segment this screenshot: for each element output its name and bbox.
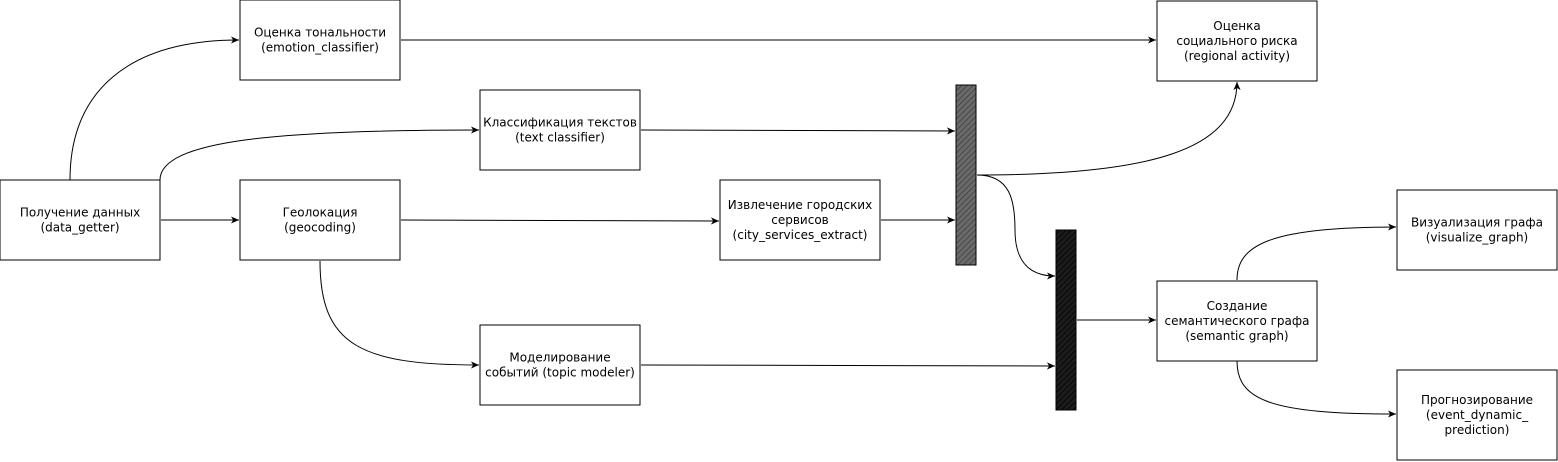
svg-text:Геолокация(geocoding): Геолокация(geocoding): [283, 205, 358, 234]
node-label-line: (regional activity): [1184, 49, 1290, 63]
join-bar-2: [1055, 229, 1077, 411]
edge-semantic-graph-to-prediction: [1236, 360, 1397, 418]
node-label-line: Визуализация графа: [1411, 215, 1543, 229]
node-label-line: Классификация текстов: [483, 115, 637, 129]
edge-text-classifier-to-bar1: [640, 127, 956, 135]
node-label-line: Прогнозирование: [1421, 393, 1533, 407]
node-visualize-graph[interactable]: Визуализация графа(visualize_graph): [1396, 189, 1558, 271]
node-label-line: (data_getter): [40, 220, 119, 234]
edges: [69, 36, 1397, 418]
svg-text:Визуализация графа(visualize_g: Визуализация графа(visualize_graph): [1411, 215, 1543, 244]
node-label-line: (event_dynamic_: [1426, 408, 1529, 422]
svg-text:Прогнозирование(event_dynamic_: Прогнозирование(event_dynamic_prediction…: [1421, 393, 1533, 437]
node-text-classifier[interactable]: Классификация текстов(text classifier): [479, 89, 641, 171]
node-emotion-classifier[interactable]: Оценка тональности(emotion_classifier): [239, 0, 401, 81]
node-prediction[interactable]: Прогнозирование(event_dynamic_prediction…: [1396, 369, 1558, 461]
node-label-line: Получение данных: [20, 205, 140, 219]
edge-topic-modeler-to-bar2: [640, 362, 1056, 370]
node-label-line: (text classifier): [515, 130, 605, 144]
svg-text:Оценка тональности(emotion_cla: Оценка тональности(emotion_classifier): [254, 25, 386, 54]
svg-text:Получение данных(data_getter): Получение данных(data_getter): [20, 205, 140, 234]
node-geocoding[interactable]: Геолокация(geocoding): [239, 179, 401, 261]
node-data-getter[interactable]: Получение данных(data_getter): [0, 179, 161, 261]
node-label-line: (geocoding): [284, 220, 356, 234]
node-label-line: Оценка тональности: [254, 25, 386, 39]
node-label-line: (visualize_graph): [1426, 230, 1529, 244]
edge-bar1-to-bar2: [976, 174, 1056, 280]
edge-bar1-to-social-risk: [976, 81, 1241, 176]
node-label-line: Геолокация: [283, 205, 358, 219]
node-label-line: событий (topic modeler): [485, 365, 635, 379]
edge-data-getter-to-text-classifier: [159, 126, 480, 181]
node-label-line: социального риска: [1176, 34, 1297, 48]
node-label-line: (emotion_classifier): [261, 40, 379, 54]
edge-geocoding-to-city-services: [400, 217, 720, 225]
node-label-line: Моделирование: [509, 350, 610, 364]
node-label-line: сервисов: [771, 213, 828, 227]
node-label-line: Извлечение городских: [728, 198, 872, 212]
node-label-line: (semantic graph): [1185, 329, 1288, 343]
node-label-line: семантического графа: [1164, 314, 1309, 328]
join-bar-1: [955, 84, 977, 266]
edge-data-getter-to-emotion: [69, 36, 240, 181]
node-label-line: prediction): [1445, 423, 1510, 437]
edge-geocoding-to-topic-modeler: [319, 260, 480, 369]
node-label-line: Создание: [1207, 299, 1268, 313]
node-label-line: (city_services_extract): [733, 228, 868, 242]
node-label-line: Оценка: [1213, 19, 1260, 33]
edge-semantic-graph-to-visualize: [1236, 223, 1397, 281]
svg-text:Классификация текстов(text cla: Классификация текстов(text classifier): [483, 115, 637, 144]
